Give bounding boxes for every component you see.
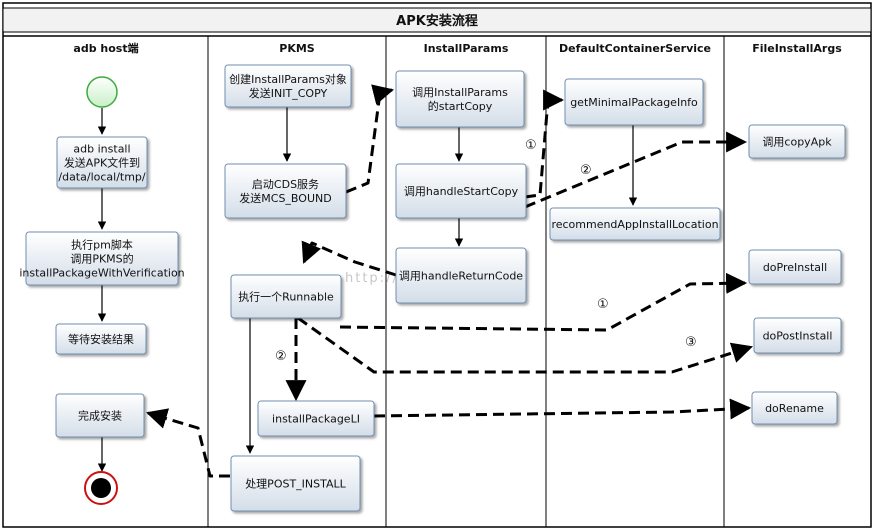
node-run-runnable: 执行一个Runnable [230, 274, 342, 319]
node-dopostinstall-box [753, 317, 842, 354]
activity-nodes: adb install发送APK文件到/data/local/tmp/执行pm脚… [19, 64, 846, 512]
solid-connectors [97, 107, 638, 472]
node-adb-install-label-line-1: adb install [73, 143, 130, 156]
lane-title-adb: adb host端 [73, 41, 138, 55]
node-dorename-label-line-1: doRename [765, 402, 824, 415]
node-create-installparams-box [224, 64, 352, 108]
node-installpackageli-label-line-1: installPackageLI [272, 413, 360, 426]
node-start-cds-service-box [224, 163, 347, 219]
node-adb-install-box [56, 136, 148, 189]
node-call-handlereturncode-label-line-1: 调用handleReturnCode [399, 270, 523, 283]
node-run-pm-script: 执行pm脚本调用PKMS的installPackageWithVerificat… [19, 231, 185, 286]
node-run-pm-script-label-line-3: installPackageWithVerification [19, 267, 184, 280]
node-run-runnable-box [230, 274, 342, 319]
node-adb-install-label-line-2: 发送APK文件到 [64, 156, 140, 170]
dashed-connectors [145, 84, 754, 478]
title-bar [2, 7, 872, 33]
diagram-title: APK安装流程 [396, 13, 478, 29]
node-call-copyapk-box [748, 124, 846, 159]
node-dopreinstall-box [748, 249, 842, 285]
node-adb-install-label-line-3: /data/local/tmp/ [58, 171, 146, 184]
node-call-startcopy-label-line-2: 的startCopy [428, 99, 493, 113]
node-getminimalpackageinfo: getMinimalPackageInfo [564, 78, 704, 126]
start-node [86, 76, 118, 108]
node-call-handlereturncode: 调用handleReturnCode [395, 247, 527, 304]
step-label-1-getminimal: ① [525, 138, 537, 153]
node-call-handlereturncode-box [395, 247, 527, 304]
step-label-3-postinstall: ③ [685, 335, 697, 350]
lane-title-defaultcontainerservice: DefaultContainerService [559, 42, 711, 55]
node-handle-post-install-box [230, 455, 361, 512]
node-dopreinstall: doPreInstall [748, 249, 842, 285]
node-run-pm-script-label-line-2: 调用PKMS的 [70, 252, 133, 266]
node-start-cds-service-label-line-1: 启动CDS服务 [252, 178, 319, 191]
node-recommendappinstalllocation-label-line-1: recommendAppInstallLocation [551, 218, 718, 231]
node-dopreinstall-label-line-1: doPreInstall [763, 261, 827, 274]
node-recommendappinstalllocation-box [549, 207, 721, 241]
node-call-handlestartcopy-label-line-1: 调用handleStartCopy [404, 185, 519, 198]
node-call-copyapk: 调用copyApk [748, 124, 846, 159]
node-run-runnable-label-line-1: 执行一个Runnable [238, 290, 334, 304]
node-start-cds-service-label-line-2: 发送MCS_BOUND [239, 191, 331, 205]
node-install-complete: 完成安装 [55, 393, 145, 438]
node-installpackageli: installPackageLI [257, 400, 375, 437]
node-handle-post-install: 处理POST_INSTALL [230, 455, 361, 512]
end-node [84, 471, 118, 505]
node-call-handlestartcopy-box [395, 163, 527, 219]
step-label-2-installpackageli: ② [275, 349, 287, 364]
node-dorename-box [751, 391, 838, 425]
node-call-startcopy-label-line-1: 调用InstallParams [412, 86, 508, 99]
node-wait-install-result-label-line-1: 等待安装结果 [68, 332, 134, 346]
node-dorename: doRename [751, 391, 838, 425]
node-wait-install-result-box [55, 323, 147, 355]
lane-title-fileinstallargs: FileInstallArgs [752, 42, 842, 55]
node-getminimalpackageinfo-label-line-1: getMinimalPackageInfo [570, 96, 698, 109]
node-installpackageli-box [257, 400, 375, 437]
node-create-installparams-label-line-2: 发送INIT_COPY [249, 86, 328, 100]
node-call-copyapk-label-line-1: 调用copyApk [762, 136, 832, 149]
node-run-pm-script-label-line-1: 执行pm脚本 [71, 238, 133, 252]
step-label-2-copyapk: ② [580, 163, 592, 178]
node-call-handlestartcopy: 调用handleStartCopy [395, 163, 527, 219]
node-create-installparams-label-line-1: 创建InstallParams对象 [229, 72, 347, 86]
node-install-complete-label-line-1: 完成安装 [78, 409, 122, 423]
lane-title-installparams: InstallParams [424, 42, 509, 55]
node-wait-install-result: 等待安装结果 [55, 323, 147, 355]
node-call-startcopy-box [395, 70, 525, 128]
node-run-pm-script-box [25, 231, 179, 286]
node-dopostinstall: doPostInstall [753, 317, 842, 354]
node-install-complete-box [55, 393, 145, 438]
node-dopostinstall-label-line-1: doPostInstall [763, 330, 833, 343]
node-getminimalpackageinfo-box [564, 78, 704, 126]
step-label-1-preinstall: ① [597, 297, 609, 312]
node-recommendappinstalllocation: recommendAppInstallLocation [549, 207, 721, 241]
node-handle-post-install-label-line-1: 处理POST_INSTALL [245, 478, 346, 491]
lane-title-pkms: PKMS [279, 42, 315, 55]
